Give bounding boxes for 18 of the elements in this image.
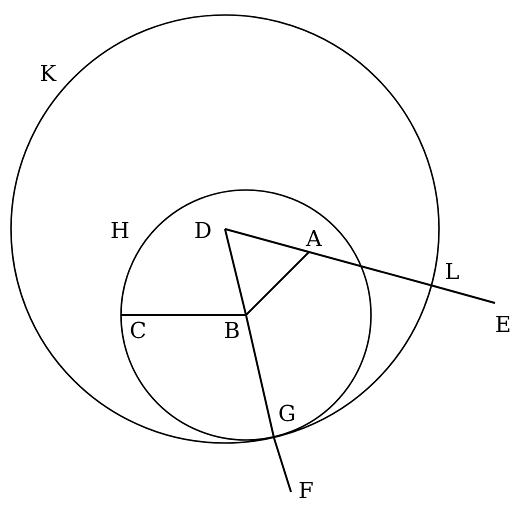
line-segment	[245, 251, 310, 316]
point-label: L	[444, 261, 460, 285]
point-label: D	[194, 220, 212, 244]
line-segment	[430, 284, 496, 304]
point-label: G	[278, 403, 296, 427]
line-segment	[224, 228, 310, 253]
line-segment	[121, 314, 246, 316]
line-segment	[224, 228, 247, 316]
point-label: C	[130, 320, 146, 344]
circle-label: H	[110, 220, 130, 244]
point-label: F	[298, 480, 314, 504]
line-segment	[308, 251, 430, 286]
circle-label: K	[40, 63, 56, 87]
point-label: B	[224, 320, 240, 344]
point-label: A	[306, 228, 322, 252]
line-segment	[245, 314, 275, 438]
line-segment	[273, 438, 292, 492]
point-label: E	[494, 314, 512, 338]
